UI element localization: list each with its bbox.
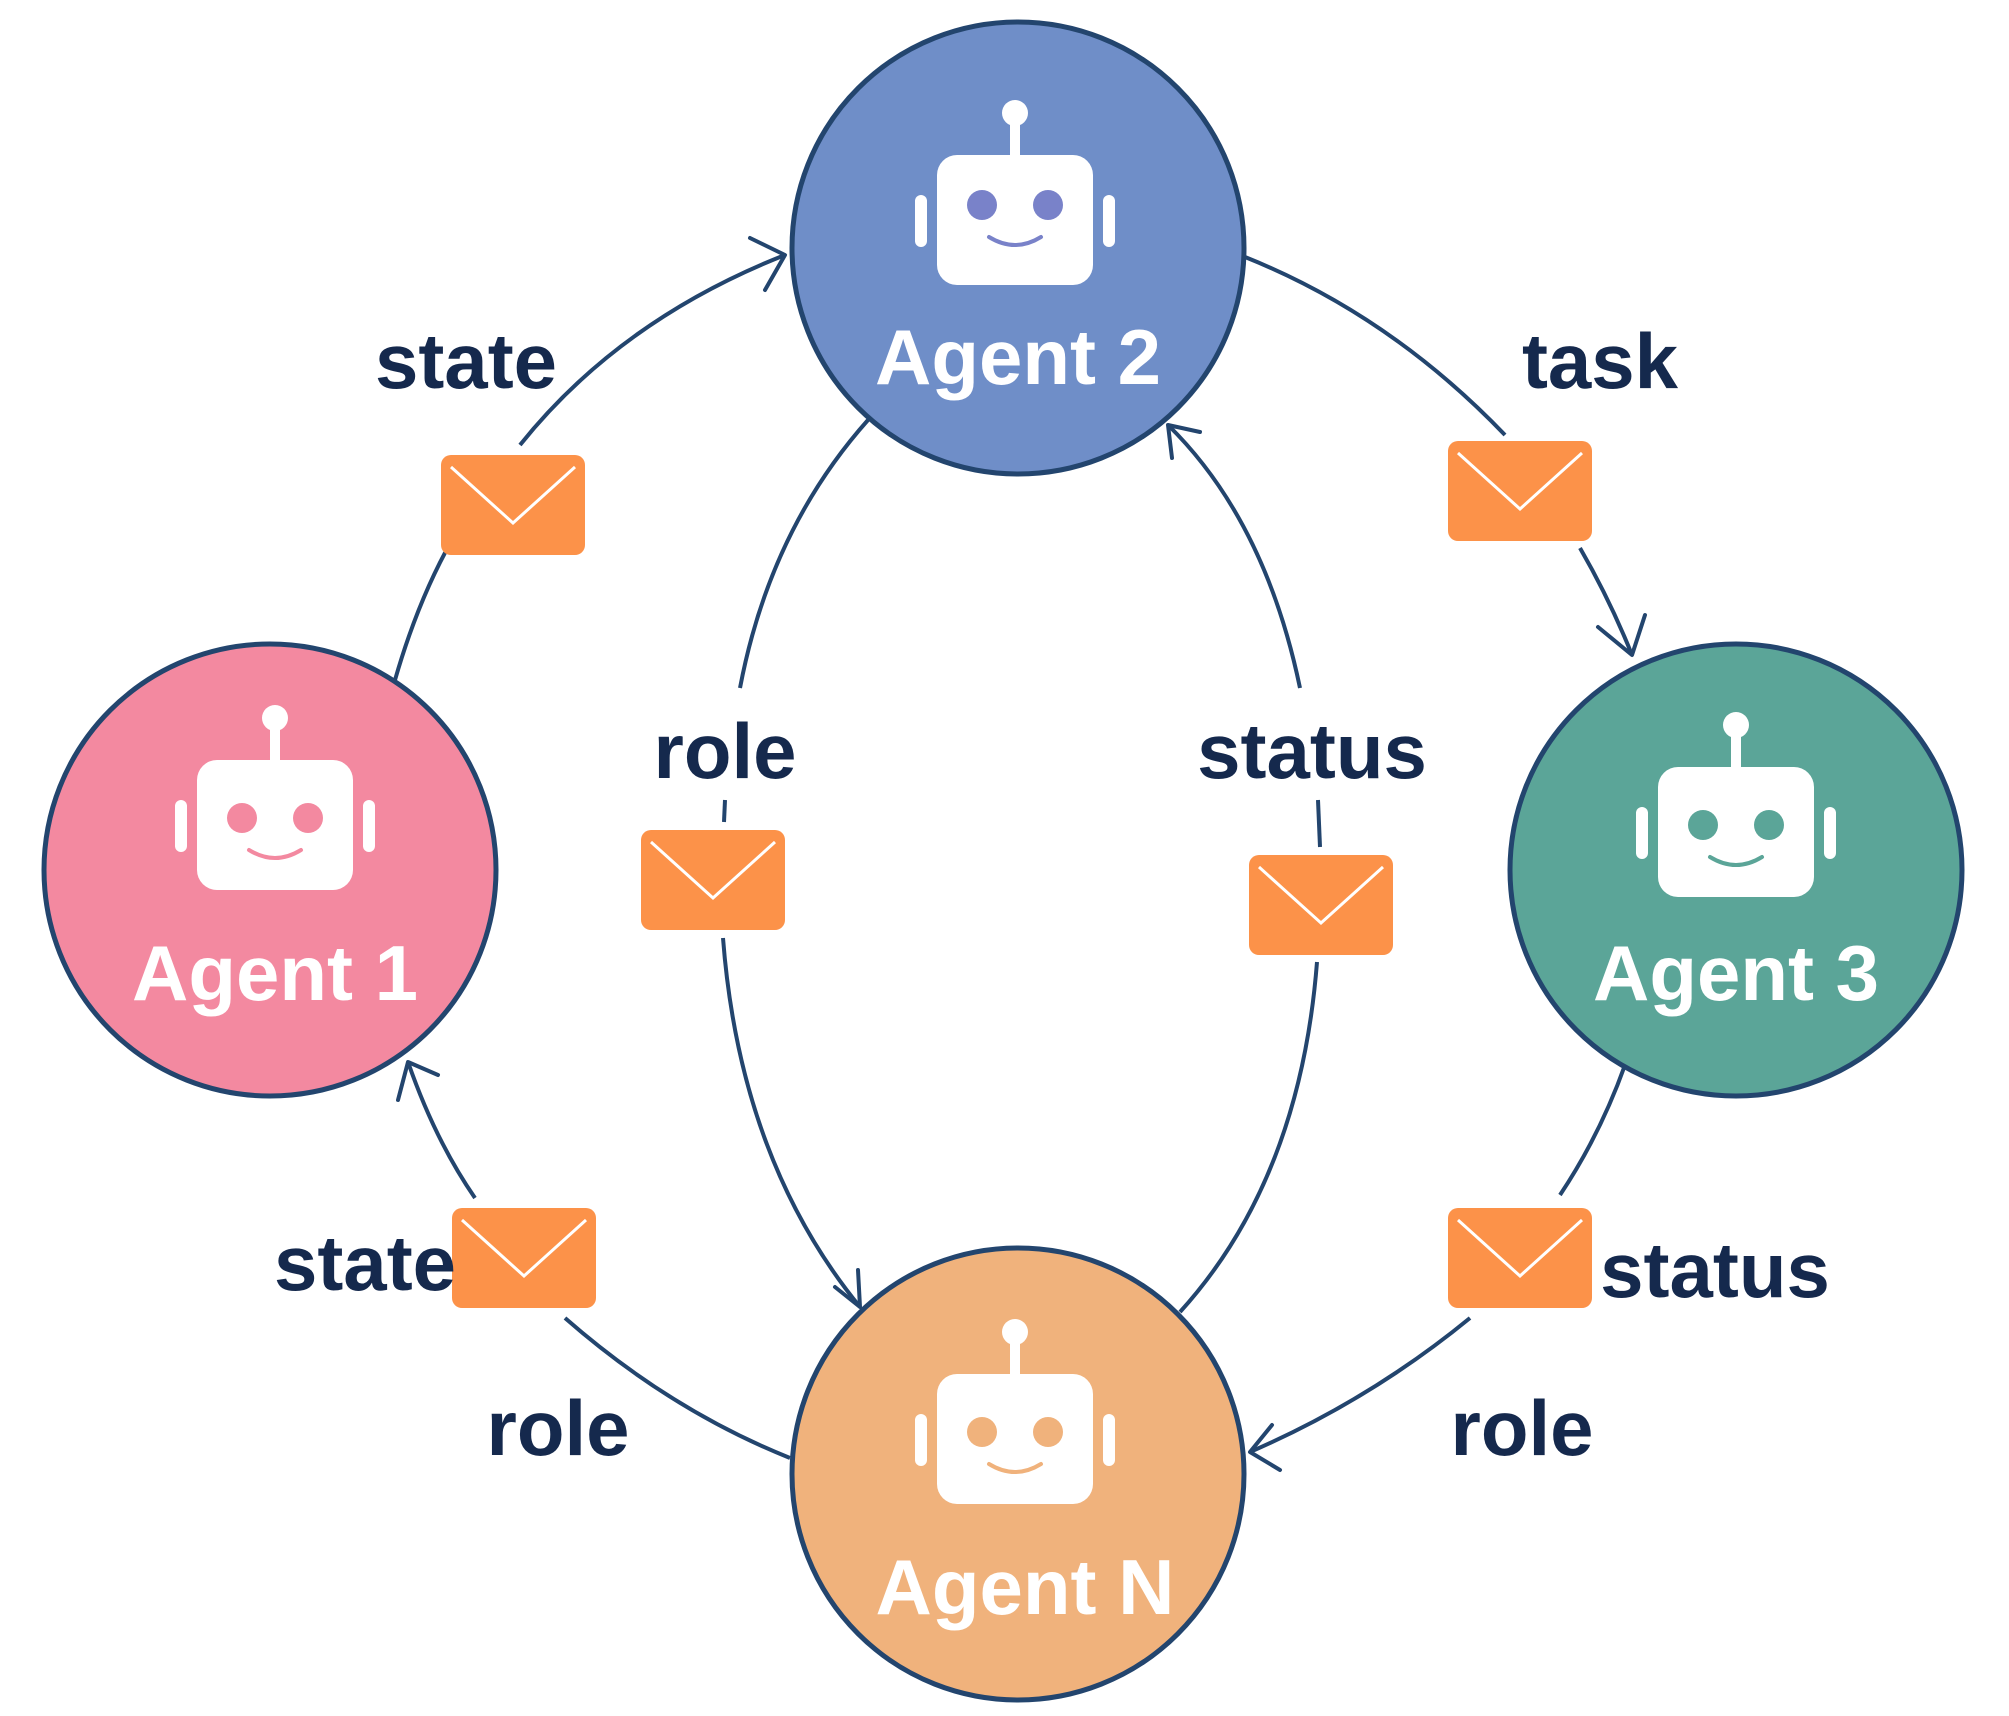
label-a2-to-aN-role: role: [653, 707, 796, 795]
arrowhead-agent1-bottom: [396, 1060, 440, 1102]
label-aN-to-a1-role: role: [486, 1384, 629, 1472]
robot-icon: [915, 100, 1115, 285]
edge-agent2-to-agentN-lower: [721, 937, 862, 1309]
envelope-icon: [639, 828, 787, 932]
envelope-icon: [1446, 439, 1594, 543]
agent1-label: Agent 1: [132, 929, 418, 1017]
label-aN-to-a1-state: state: [274, 1219, 456, 1307]
envelope-icon: [450, 1206, 598, 1310]
agent3-node[interactable]: Agent 3: [1507, 641, 1965, 1099]
label-a3-to-aN-status: status: [1600, 1226, 1830, 1314]
agent1-node[interactable]: Agent 1: [41, 641, 499, 1099]
label-a1-to-a2-state: state: [375, 317, 557, 405]
edge-agent1-to-agent2: [393, 539, 454, 681]
edge-agentN-to-agent2-upper: [1166, 423, 1302, 689]
edge-agent2-to-agent3: [1244, 255, 1507, 437]
arrowhead-agentN-right: [1248, 1423, 1282, 1472]
edge-agent2-to-agentN-upper: [738, 418, 870, 689]
arrowhead-agent2-left: [748, 236, 787, 292]
label-a3-to-aN-role: role: [1450, 1384, 1593, 1472]
envelope-icon: [1247, 853, 1395, 957]
edge-agent3-to-agentN-upper: [1558, 1064, 1627, 1197]
arrowhead-agent2-bottom-right: [1166, 423, 1202, 460]
agentN-label: Agent N: [876, 1543, 1175, 1631]
agent2-node[interactable]: Agent 2: [789, 19, 1247, 477]
edge-agent2-to-agentN-mid: [722, 799, 727, 823]
edge-agentN-to-agent1-upper: [406, 1061, 477, 1200]
edge-agentN-to-agent2-mid: [1316, 799, 1322, 848]
edge-agent2-to-agent3-lower: [1578, 547, 1634, 656]
agent3-label: Agent 3: [1593, 929, 1879, 1017]
robot-icon: [175, 705, 375, 890]
arrowhead-agentN-top-left: [833, 1268, 862, 1309]
envelope-icon: [1446, 1206, 1594, 1310]
agent2-label: Agent 2: [875, 313, 1161, 401]
robot-icon: [915, 1319, 1115, 1504]
label-aN-to-a2-status: status: [1197, 707, 1427, 795]
robot-icon: [1636, 712, 1836, 897]
envelope-icon: [439, 453, 587, 557]
edge-agentN-to-agent1-lower: [563, 1316, 791, 1460]
agentN-node[interactable]: Agent N: [789, 1245, 1247, 1703]
label-a2-to-a3-task: task: [1522, 317, 1679, 405]
edge-agent3-to-agentN-lower: [1249, 1316, 1472, 1454]
edge-agentN-to-agent2-lower: [1178, 961, 1319, 1314]
edge-agent1-to-agent2-upper: [518, 253, 786, 447]
arrowhead-agent3-top: [1596, 613, 1647, 657]
